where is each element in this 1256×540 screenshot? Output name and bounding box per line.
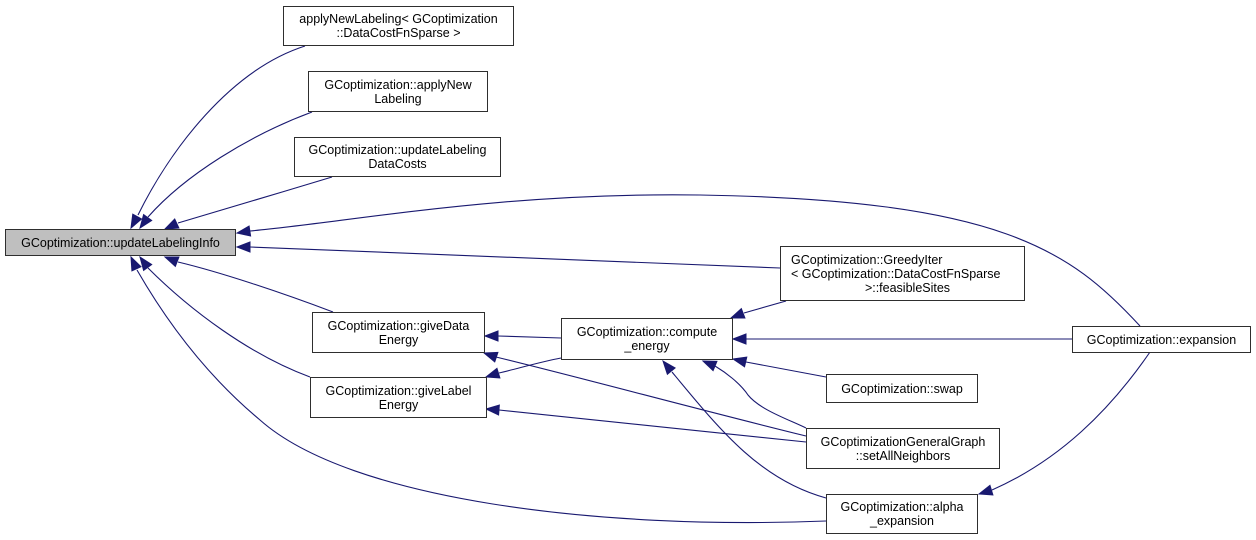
arrowhead-icon: [731, 333, 747, 345]
node-label: DataCosts: [368, 157, 427, 171]
arrowhead-icon: [482, 351, 499, 363]
node-label: _energy: [624, 339, 670, 353]
node-label: GCoptimization::compute: [576, 325, 718, 339]
node-label: GCoptimization::giveData: [327, 318, 470, 333]
edge-line: [745, 361, 827, 378]
arrowhead-icon: [662, 359, 676, 376]
node-expansion[interactable]: GCoptimization::expansion: [1072, 326, 1251, 353]
arrowhead-icon: [130, 213, 143, 230]
edge-feasibleSites-to-computeEnergy: [729, 300, 787, 319]
arrowhead-icon: [139, 213, 153, 230]
node-setAllNeighbors[interactable]: GCoptimizationGeneralGraph::setAllNeighb…: [806, 428, 1000, 469]
arrowhead-icon: [701, 360, 718, 372]
edge-setAllNeighbors-to-giveDataEnergy: [482, 351, 807, 437]
arrowhead-icon: [235, 225, 252, 237]
edge-expansion-to-computeEnergy: [731, 333, 1072, 345]
edge-applyNewLabeling-to-root: [139, 111, 313, 230]
arrowhead-icon: [484, 404, 500, 416]
edge-computeEnergy-to-giveLabelEnergy: [484, 357, 562, 379]
node-label: GCoptimization::giveLabel: [325, 383, 472, 398]
edge-setAllNeighbors-to-giveLabelEnergy: [484, 404, 807, 443]
root-node: GCoptimization::updateLabelingInfo: [5, 229, 236, 256]
node-label: GCoptimization::alpha: [840, 500, 964, 514]
node-label: ::DataCostFnSparse >: [336, 26, 461, 40]
node-label: GCoptimization::swap: [841, 381, 963, 396]
edge-setAllNeighbors-to-computeEnergy: [701, 360, 807, 429]
node-label: GCoptimization::updateLabeling: [308, 143, 487, 157]
edge-giveLabelEnergy-to-root: [139, 255, 311, 378]
edge-line: [136, 269, 827, 524]
node-label: Energy: [378, 332, 419, 347]
node-label: ::setAllNeighbors: [855, 448, 951, 463]
edge-line: [671, 371, 827, 499]
edge-line: [497, 335, 562, 339]
edge-feasibleSites-to-root: [235, 241, 781, 269]
node-label: _expansion: [870, 514, 934, 528]
arrowhead-icon: [130, 255, 142, 272]
edge-line: [991, 351, 1151, 491]
edge-line: [495, 356, 807, 437]
edge-alphaExpansion-to-root: [130, 255, 827, 524]
edge-updateLabelingDataCosts-to-root: [163, 176, 333, 230]
node-label: < GCoptimization::DataCostFnSparse: [791, 266, 1001, 281]
edge-applyNewLabelingSparse-to-root: [130, 45, 306, 230]
node-feasibleSites[interactable]: GCoptimization::GreedyIter< GCoptimizati…: [780, 246, 1025, 301]
edge-alphaExpansion-to-computeEnergy: [662, 359, 827, 499]
node-label: applyNewLabeling< GCoptimization: [299, 12, 498, 26]
node-label: GCoptimization::expansion: [1086, 332, 1237, 347]
node-computeEnergy[interactable]: GCoptimization::compute_energy: [561, 318, 733, 360]
edge-swap-to-computeEnergy: [731, 356, 827, 378]
node-label: >::feasibleSites: [864, 280, 951, 295]
node-label: GCoptimization::GreedyIter: [791, 252, 943, 267]
edge-line: [743, 300, 787, 314]
arrowhead-icon: [484, 367, 501, 379]
node-alphaExpansion[interactable]: GCoptimization::alpha_expansion: [826, 494, 978, 534]
edge-line: [498, 357, 562, 374]
arrowhead-icon: [139, 255, 153, 272]
edge-computeEnergy-to-giveDataEnergy: [483, 330, 562, 342]
arrowhead-icon: [163, 218, 180, 230]
edge-line: [137, 45, 306, 216]
edge-line: [714, 365, 807, 429]
edge-line: [498, 409, 807, 443]
edge-line: [147, 111, 313, 218]
node-applyNewLabelingSparse[interactable]: applyNewLabeling< GCoptimization::DataCo…: [283, 6, 514, 46]
arrowhead-icon: [731, 356, 748, 368]
node-label: GCoptimization::updateLabelingInfo: [21, 235, 220, 250]
arrowhead-icon: [163, 256, 180, 268]
node-label: Labeling: [374, 91, 422, 106]
edge-line: [249, 246, 781, 269]
node-swap[interactable]: GCoptimization::swap: [826, 374, 978, 403]
arrowhead-icon: [483, 330, 499, 342]
edge-line: [177, 261, 334, 313]
node-label: GCoptimizationGeneralGraph: [820, 434, 986, 449]
edge-giveDataEnergy-to-root: [163, 256, 334, 313]
node-label: Energy: [378, 397, 419, 412]
node-label: GCoptimization::applyNew: [324, 77, 472, 92]
edge-line: [249, 194, 1141, 327]
arrowhead-icon: [235, 241, 251, 253]
edge-expansion-to-alphaExpansion: [977, 351, 1151, 496]
edge-line: [177, 176, 333, 224]
arrowhead-icon: [729, 307, 746, 319]
edge-line: [147, 267, 311, 378]
edge-expansion-to-root: [235, 194, 1141, 327]
arrowhead-icon: [977, 484, 994, 496]
